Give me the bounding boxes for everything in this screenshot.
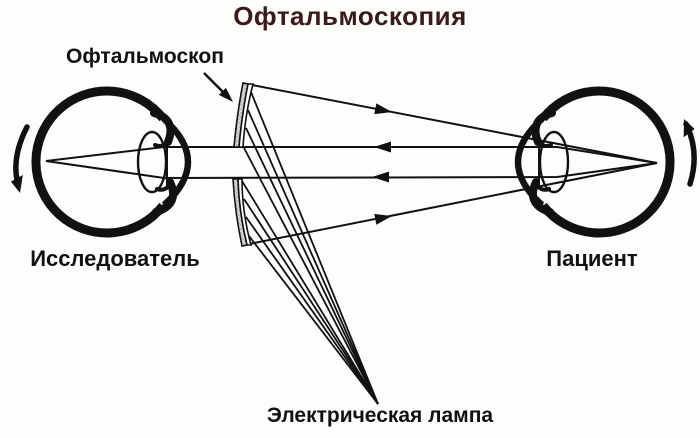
label-pointer-arrowhead-icon [218,87,233,102]
ray-lower-horizontal [45,160,658,180]
label-pointer-arrow [203,72,233,102]
mirror-face-upper [238,83,255,148]
light-rays [45,84,658,245]
ophthalmoscope-mirror [232,82,255,247]
patient-label: Пациент [546,246,638,271]
lamp-label: Электрическая лампа [266,404,494,427]
rotation-arrows [10,119,697,193]
rotation-arrow-down-icon [13,124,30,187]
arrowhead-right-bottom-icon [374,213,392,225]
arrowhead-left-upper-icon [374,141,391,153]
rotation-arrow-down-head-icon [10,175,23,193]
ray-top-diagonal [251,84,658,164]
page-title: Офтальмоскопия [233,1,467,31]
arrowhead-right-top-icon [374,103,392,115]
ophthalmoscope-label: Офтальмоскоп [66,45,224,68]
ray-bottom-diagonal [248,162,658,245]
ray-arrowheads [372,103,392,225]
researcher-label: Исследователь [30,246,200,271]
lamp-ray-fan [241,91,379,405]
ray-upper-horizontal [45,146,658,164]
rotation-arrow-up-head-icon [683,119,695,138]
arrowhead-left-lower-icon [372,171,389,183]
mirror-face-lower [237,178,253,246]
